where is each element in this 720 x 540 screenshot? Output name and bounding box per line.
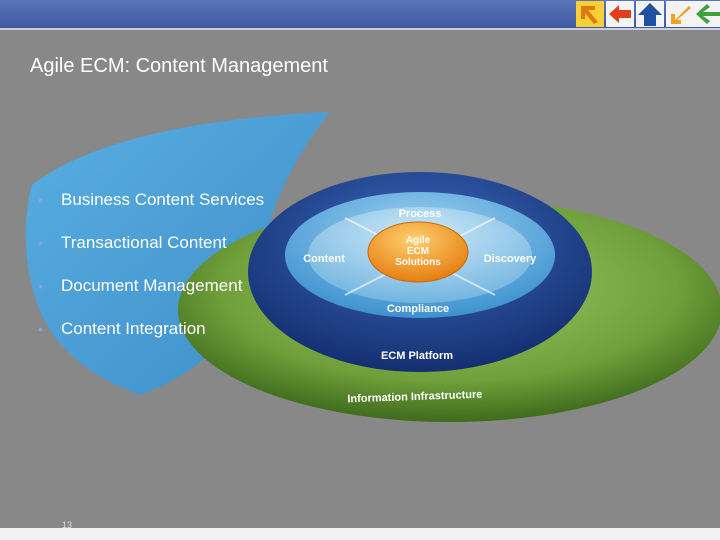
ring-label-top: Process <box>399 208 442 220</box>
bullet-text: Transactional Content <box>61 233 227 253</box>
bullet-icon: • <box>38 324 48 334</box>
bullet-icon: • <box>38 281 48 291</box>
core-label-line-1: Agile <box>406 235 431 246</box>
bullet-icon: • <box>38 195 48 205</box>
platform-label: ECM Platform <box>381 350 453 362</box>
bullet-text: Content Integration <box>61 319 206 339</box>
core-label-line-2: ECM <box>407 246 429 257</box>
footer-strip <box>0 528 720 540</box>
page-number: 13 <box>62 520 72 530</box>
ring-label-left: Content <box>303 253 345 265</box>
bullet-icon: • <box>38 238 48 248</box>
ring-label-right: Discovery <box>484 253 537 265</box>
ring-label-bottom: Compliance <box>387 303 449 315</box>
bullet-text: Document Management <box>61 276 242 296</box>
bullet-text: Business Content Services <box>61 190 264 210</box>
core-label-line-3: Solutions <box>395 257 441 268</box>
